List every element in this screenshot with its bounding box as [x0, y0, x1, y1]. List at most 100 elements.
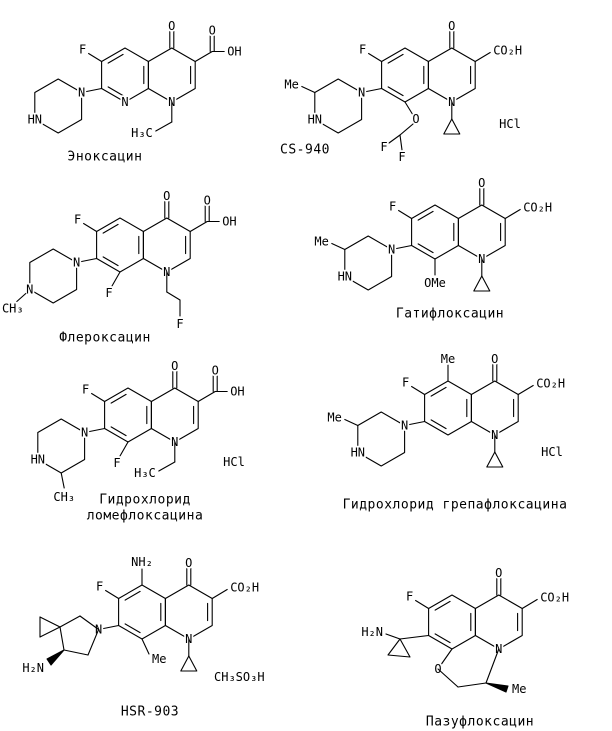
hydroxyl-label: OH: [222, 215, 236, 229]
ring: [428, 594, 476, 650]
bond: [457, 682, 487, 688]
bond: [399, 134, 403, 151]
carboxyl-label: CO₂H: [230, 581, 259, 595]
salt-label: HCl: [223, 455, 245, 469]
ring: [101, 47, 149, 103]
bond: [76, 257, 98, 264]
fluorine-label: F: [79, 43, 86, 57]
ring: [470, 380, 519, 436]
ketone-oxygen-label: O: [495, 566, 502, 580]
salt-label: HCl: [499, 117, 521, 131]
methyl-label: Me: [314, 235, 328, 249]
fluorine-label: F: [105, 286, 112, 300]
fluorine-label: F: [176, 317, 183, 331]
fluorine-label: F: [359, 43, 366, 57]
compound-name: Пазуфлоксацин: [426, 715, 534, 730]
bond: [110, 393, 127, 404]
bond: [119, 441, 129, 457]
amino-label: H₂N: [22, 661, 44, 675]
bond: [158, 461, 176, 472]
bond: [166, 291, 181, 301]
fluorine-label: F: [113, 456, 120, 470]
bond: [88, 52, 103, 63]
bond: [344, 418, 359, 427]
fluorine-label: F: [406, 590, 413, 604]
carboxyl-label: CO₂H: [493, 44, 522, 58]
compound-name: Эноксацин: [68, 150, 143, 165]
ring: [427, 47, 476, 103]
bond: [387, 86, 404, 97]
ketone-oxygen-label: O: [478, 176, 485, 190]
piperazine-nitrogen-label: N: [358, 86, 365, 100]
bond: [485, 648, 500, 684]
bond: [331, 242, 346, 251]
ketone-oxygen-label: O: [185, 556, 192, 570]
compound-name: Гидрохлорид грепафлоксацина: [343, 498, 568, 513]
piperazine-n4-label: N: [26, 283, 33, 297]
piperazine-nh-label: HN: [28, 113, 42, 127]
bond: [430, 386, 447, 397]
piperazine-nh-label: HN: [338, 270, 352, 284]
acid-oxygen-label: O: [209, 24, 216, 38]
bond: [39, 616, 61, 628]
ring: [474, 594, 523, 650]
methyl-label: Me: [512, 682, 526, 696]
bond: [404, 420, 426, 427]
bond: [197, 390, 216, 403]
cyclopropyl-ring: [473, 275, 491, 292]
bond: [391, 244, 413, 251]
bond: [59, 626, 65, 651]
fluorine-label: F: [398, 150, 405, 164]
bond: [387, 53, 404, 64]
bond: [399, 123, 414, 136]
salt-label: CH₃SO₃H: [214, 670, 265, 684]
carboxyl-label: CO₂H: [536, 377, 565, 391]
amino-label: NH₂: [131, 555, 153, 569]
methoxy-label: OMe: [424, 276, 446, 290]
bond: [60, 472, 65, 489]
methyl-label: Me: [441, 352, 455, 366]
bond: [437, 668, 459, 688]
cyclopropyl-ring: [387, 638, 411, 658]
methyl-label: CH₃: [2, 302, 24, 316]
bond: [98, 624, 120, 631]
ketone-oxygen-label: O: [491, 352, 498, 366]
piperazine-nitrogen-label: N: [81, 426, 88, 440]
compound-name: CS-940: [280, 143, 330, 158]
ring: [104, 387, 152, 443]
ring: [34, 78, 83, 134]
bond: [16, 292, 27, 303]
bond: [63, 649, 89, 656]
ketone-oxygen-label: O: [163, 189, 170, 203]
bond: [404, 101, 414, 116]
bond: [417, 243, 434, 254]
bond: [437, 648, 453, 670]
bond: [385, 633, 401, 640]
bond: [301, 85, 316, 94]
ring: [164, 584, 213, 640]
salt-label: HCl: [541, 445, 563, 459]
fluorine-label: F: [380, 140, 387, 154]
piperazine-nitrogen-label: N: [73, 256, 80, 270]
bond: [194, 50, 213, 63]
piperazine-nitrogen-label: N: [78, 86, 85, 100]
ring: [118, 584, 166, 640]
methyl-label: Me: [327, 411, 341, 425]
bond: [107, 86, 124, 97]
bond: [434, 600, 451, 611]
ring-nitrogen-label: N: [121, 95, 128, 109]
bond: [124, 623, 141, 634]
fluorine-label: F: [82, 383, 89, 397]
bond: [124, 590, 141, 601]
acid-oxygen-label: O: [204, 194, 211, 208]
bond: [102, 256, 119, 267]
bond: [398, 209, 413, 220]
